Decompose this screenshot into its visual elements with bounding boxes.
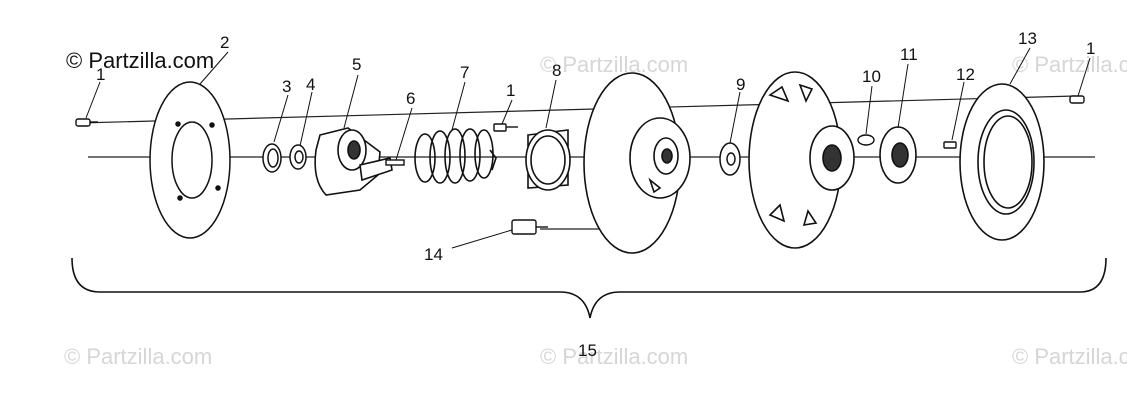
part-1-screw-left bbox=[75, 118, 98, 127]
callout-13: 13 bbox=[1018, 29, 1037, 48]
brand-watermark: © Partzilla.com bbox=[66, 48, 214, 73]
part-8-bushing bbox=[525, 129, 571, 191]
part-5-cam-body bbox=[314, 127, 393, 196]
callout-14: 14 bbox=[424, 245, 443, 264]
callout-1-right: 1 bbox=[1086, 39, 1095, 58]
callout-10: 10 bbox=[862, 67, 881, 86]
watermark-layer: © Partzilla.com © Partzilla.com © Partzi… bbox=[64, 52, 1127, 369]
part-9-washer bbox=[719, 142, 741, 176]
callout-6: 6 bbox=[406, 89, 415, 108]
assembly-bracket bbox=[71, 257, 1107, 319]
watermark-bottom-right: © Partzilla.com bbox=[1012, 344, 1127, 369]
callout-numbers: 1 2 3 4 5 6 7 1 8 9 10 11 12 13 1 14 15 bbox=[96, 29, 1095, 360]
part-3-snap-ring bbox=[262, 143, 282, 173]
callout-4: 4 bbox=[306, 75, 315, 94]
callout-12: 12 bbox=[956, 65, 975, 84]
fan-housing bbox=[748, 71, 855, 249]
part-1-screw-right bbox=[1069, 95, 1085, 104]
part-14-weight-pin bbox=[511, 219, 548, 235]
callout-1-middle: 1 bbox=[506, 81, 515, 100]
watermark-bottom-center: © Partzilla.com bbox=[540, 344, 688, 369]
callout-7: 7 bbox=[460, 63, 469, 82]
callout-15: 15 bbox=[578, 341, 597, 360]
leader-lines bbox=[85, 47, 1091, 249]
callout-11: 11 bbox=[900, 45, 918, 64]
watermark-top-right: © Partzilla.com bbox=[1012, 52, 1127, 77]
part-7-spring bbox=[414, 128, 497, 184]
bolt-axis-line bbox=[79, 95, 1076, 124]
watermark-top-center: © Partzilla.com bbox=[540, 52, 688, 77]
part-12-screw bbox=[943, 141, 957, 149]
part-2-cover-plate bbox=[149, 81, 231, 239]
callout-1-left: 1 bbox=[96, 65, 105, 84]
callout-2: 2 bbox=[220, 33, 229, 52]
part-11-plate bbox=[879, 126, 917, 184]
part-6-pin bbox=[385, 159, 405, 166]
callout-5: 5 bbox=[352, 55, 361, 74]
callout-9: 9 bbox=[736, 75, 745, 94]
callout-8: 8 bbox=[552, 61, 561, 80]
watermark-bottom-left: © Partzilla.com bbox=[64, 344, 212, 369]
part-10-roller bbox=[857, 134, 875, 146]
part-4-washer bbox=[289, 144, 307, 170]
callout-3: 3 bbox=[282, 77, 291, 96]
part-1-screw-middle bbox=[493, 123, 518, 132]
movable-sheave bbox=[583, 72, 691, 254]
part-13-cover bbox=[959, 83, 1045, 241]
